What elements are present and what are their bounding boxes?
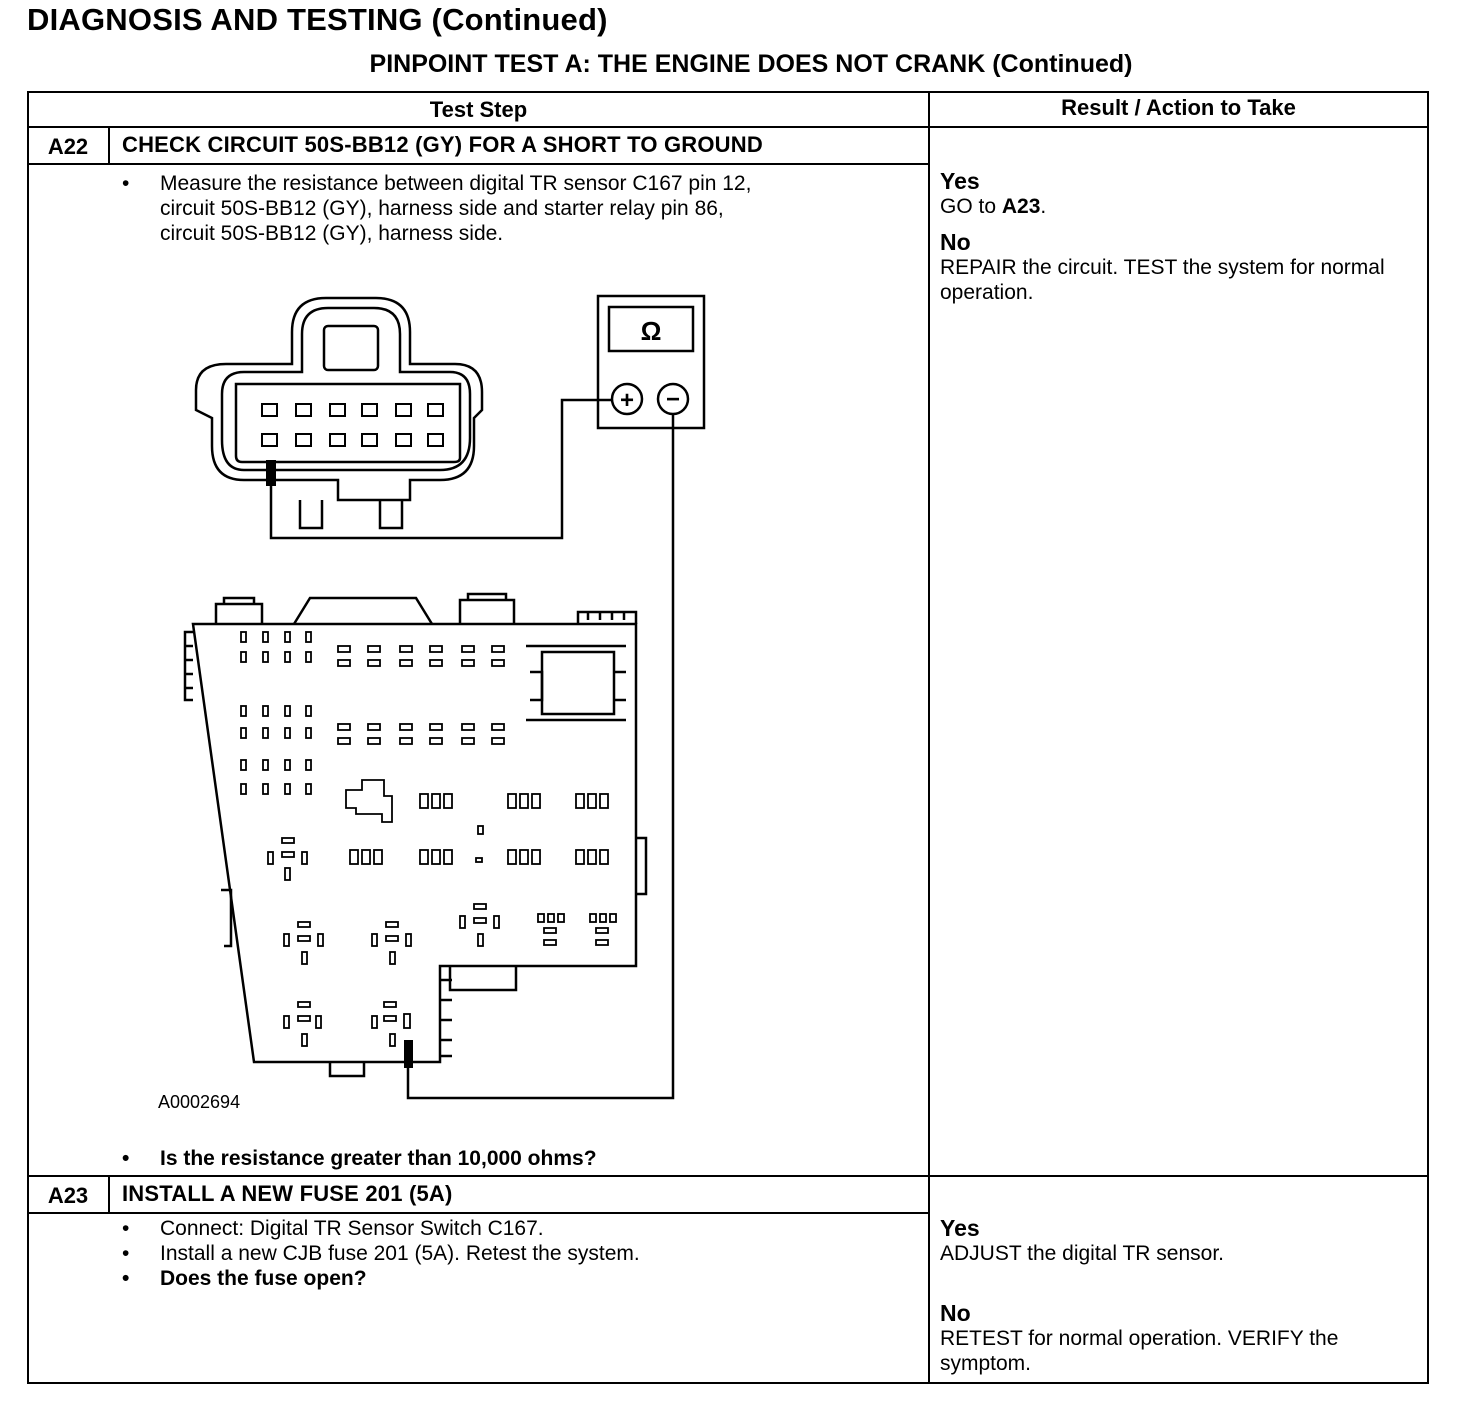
result-no-label-a23: No	[940, 1300, 971, 1326]
step-a23-instructions: Connect: Digital TR Sensor Switch C167. …	[122, 1216, 922, 1291]
result-yes-label: Yes	[940, 168, 980, 194]
step-id-divider-a23	[108, 1175, 110, 1213]
junction-box-fuse-slots	[240, 631, 617, 1047]
instruction-install-fuse: Install a new CJB fuse 201 (5A). Retest …	[122, 1241, 922, 1266]
probe-tip-c167-pin12	[266, 460, 276, 486]
probe-tip-relay-pin86	[404, 1040, 413, 1068]
result-no-label: No	[940, 229, 971, 255]
column-separator	[928, 91, 930, 1384]
column-header-result: Result / Action to Take	[1061, 95, 1296, 120]
instruction-measure: Measure the resistance between digital T…	[122, 171, 922, 246]
step-title-a23: INSTALL A NEW FUSE 201 (5A)	[122, 1181, 453, 1206]
step-id-a22: A22	[47, 134, 89, 159]
result-no-action-a23: RETEST for normal operation. VERIFY the …	[940, 1327, 1339, 1375]
step-a22-instructions: Measure the resistance between digital T…	[122, 171, 922, 246]
test-table	[27, 91, 1429, 1384]
step-id-a23: A23	[47, 1183, 89, 1208]
result-yes-action-a23: ADJUST the digital TR sensor.	[940, 1242, 1225, 1265]
step-title-a22: CHECK CIRCUIT 50S-BB12 (GY) FOR A SHORT …	[122, 132, 763, 157]
result-no-action: REPAIR the circuit. TEST the system for …	[940, 256, 1385, 304]
result-a22: Yes GO to A23. No REPAIR the circuit. TE…	[940, 168, 1426, 305]
column-header-test-step: Test Step	[429, 97, 528, 122]
goto-a23-link: A23	[1001, 195, 1041, 218]
step-title-divider-a23	[27, 1212, 929, 1214]
result-a23: Yes ADJUST the digital TR sensor. No RET…	[940, 1215, 1426, 1376]
meter-minus-terminal: −	[666, 386, 680, 413]
connector-pins	[261, 403, 444, 447]
page-heading: DIAGNOSIS AND TESTING (Continued)	[27, 2, 608, 37]
test-leads	[269, 398, 675, 1100]
step-a22-question: Is the resistance greater than 10,000 oh…	[122, 1146, 922, 1171]
figure-id: A0002694	[158, 1092, 241, 1112]
instruction-connect: Connect: Digital TR Sensor Switch C167.	[122, 1216, 922, 1241]
step-title-divider	[27, 163, 929, 165]
question-fuse-open: Does the fuse open?	[122, 1266, 922, 1291]
result-yes-label-a23: Yes	[940, 1215, 980, 1241]
step-id-divider	[108, 126, 110, 164]
question-resistance: Is the resistance greater than 10,000 oh…	[122, 1146, 922, 1171]
step-separator	[27, 1175, 1429, 1177]
pinpoint-test-title: PINPOINT TEST A: THE ENGINE DOES NOT CRA…	[369, 50, 1133, 78]
central-junction-box	[183, 592, 648, 1078]
meter-plus-terminal: +	[620, 387, 634, 414]
result-yes-action: GO to A23.	[940, 195, 1047, 218]
tr-sensor-connector-c167	[194, 296, 484, 530]
header-divider	[27, 126, 1429, 128]
ohm-symbol: Ω	[641, 316, 662, 346]
